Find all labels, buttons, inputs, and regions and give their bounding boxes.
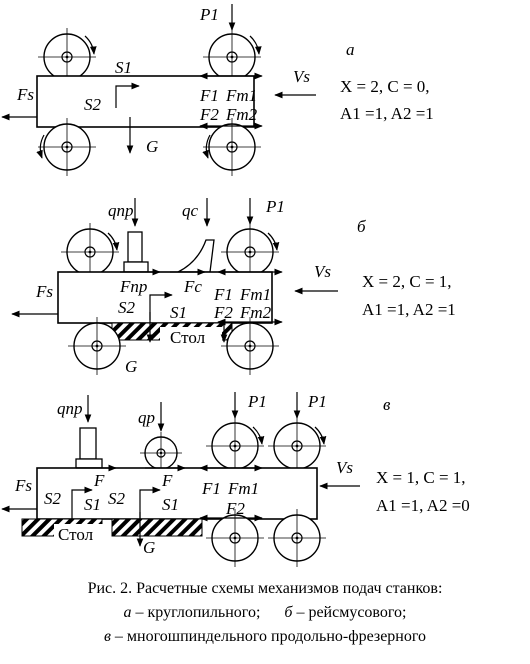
s-axes xyxy=(115,82,140,108)
caption-letter-b: б xyxy=(284,604,293,621)
p1-label: P1 xyxy=(265,197,285,216)
formula-line1: X = 1, C = 1, xyxy=(376,468,466,487)
formula-line2: A1 =1, A2 =1 xyxy=(340,104,434,123)
formula-line2: A1 =1, A2 =1 xyxy=(362,300,456,319)
workpiece xyxy=(36,75,255,128)
ft1-label: Fт1 xyxy=(239,285,271,304)
p1-label-1: P1 xyxy=(247,392,267,411)
caption-text-a: – круглопильного; xyxy=(131,604,261,621)
qp-label: qр xyxy=(138,408,155,427)
scheme-letter: в xyxy=(383,395,391,414)
scheme-b: qпр qс P1 Vs Fs Fпр Fс F1 Fт1 S2 S1 F2 F… xyxy=(11,197,456,376)
caption-letter-c: в xyxy=(103,628,111,645)
table-label: Стол xyxy=(170,328,206,347)
f1-label: F1 xyxy=(201,479,221,498)
rotation-arrow xyxy=(107,232,120,251)
ft2-label: Fт2 xyxy=(239,303,272,322)
pressure-bar xyxy=(127,231,143,263)
formula-line1: X = 2, C = 1, xyxy=(362,272,452,291)
upper-roller-2 xyxy=(267,416,327,476)
f1-label: F1 xyxy=(213,285,233,304)
f-label-1: F xyxy=(93,471,105,490)
rotation-arrow xyxy=(314,426,327,445)
figure-caption-line2: а – круглопильного; б – рейсмусового; xyxy=(0,602,530,624)
ft1-label: Fт1 xyxy=(227,479,259,498)
p1-label: P1 xyxy=(199,5,219,24)
pressure-bar-foot xyxy=(123,261,149,273)
scheme-letter: б xyxy=(357,217,366,236)
caption-letter-a: а xyxy=(123,604,132,621)
formula-line2: A1 =1, A2 =0 xyxy=(376,496,470,515)
s2-label: S2 xyxy=(84,95,102,114)
ft1-label: Fт1 xyxy=(225,86,257,105)
s-axes-2 xyxy=(139,486,161,519)
table-label-bg xyxy=(54,524,104,545)
s-axes xyxy=(149,291,173,320)
table-label-bg xyxy=(160,327,222,348)
scheme-c: qпр qр P1 P1 Vs Fs S2 S1 F S2 S1 F F1 Fт… xyxy=(1,392,470,568)
f2-label: F2 xyxy=(225,499,245,518)
pressure-bar xyxy=(79,427,97,460)
pressure-bar-foot xyxy=(75,458,103,469)
vs-label: Vs xyxy=(336,458,353,477)
qc-label: qс xyxy=(182,201,199,220)
scheme-letter: а xyxy=(346,40,355,59)
g-label: G xyxy=(143,538,155,557)
fc-label: Fс xyxy=(183,277,202,296)
f1-label: F1 xyxy=(199,86,219,105)
caption-text-b: – рейсмусового; xyxy=(292,604,407,621)
chip-breaker xyxy=(177,239,215,273)
g-label: G xyxy=(146,137,158,156)
table-label: Стол xyxy=(58,525,94,544)
s1-label: S1 xyxy=(115,58,132,77)
mechanism-diagram: P1 S1 S2 Fs Vs G F1 Fт1 F2 Fт2 а X = 2, … xyxy=(1,4,470,568)
f-label-2: F xyxy=(161,471,173,490)
fs-label: Fs xyxy=(35,282,53,301)
s2-label-1: S2 xyxy=(44,489,62,508)
scheme-a: P1 S1 S2 Fs Vs G F1 Fт1 F2 Fт2 а X = 2, … xyxy=(1,4,434,177)
s-axes-1 xyxy=(71,486,93,519)
rotation-arrow xyxy=(84,35,97,55)
ft2-label: Fт2 xyxy=(225,105,258,124)
s1-label-2: S1 xyxy=(162,495,179,514)
s1-label-1: S1 xyxy=(84,495,101,514)
vs-label: Vs xyxy=(314,262,331,281)
fpr-label: Fпр xyxy=(119,277,147,296)
f2-label: F2 xyxy=(199,105,219,124)
figure-caption-line3: в – многошпиндельного продольно-фрезерно… xyxy=(0,626,530,648)
fs-label: Fs xyxy=(16,85,34,104)
rotation-arrow xyxy=(252,426,265,445)
qpr-label: qпр xyxy=(57,399,83,418)
rotation-arrow xyxy=(36,134,45,159)
rotation-arrow xyxy=(249,35,262,55)
caption-text-c: – многошпиндельного продольно-фрезерного xyxy=(110,628,427,645)
qpr-label: qпр xyxy=(108,201,134,220)
g-label: G xyxy=(125,357,137,376)
p1-label-2: P1 xyxy=(307,392,327,411)
f2-label: F2 xyxy=(213,303,233,322)
rotation-arrow xyxy=(202,134,211,159)
rotation-arrow xyxy=(267,232,280,251)
s1-label: S1 xyxy=(170,303,187,322)
vs-label: Vs xyxy=(293,67,310,86)
s2-label-2: S2 xyxy=(108,489,126,508)
formula-line1: X = 2, C = 0, xyxy=(340,77,430,96)
fs-label: Fs xyxy=(14,476,32,495)
figure-caption-title: Рис. 2. Расчетные схемы механизмов подач… xyxy=(87,580,443,597)
upper-roller-1 xyxy=(205,416,265,476)
table-right xyxy=(111,518,203,537)
s2-label: S2 xyxy=(118,298,136,317)
